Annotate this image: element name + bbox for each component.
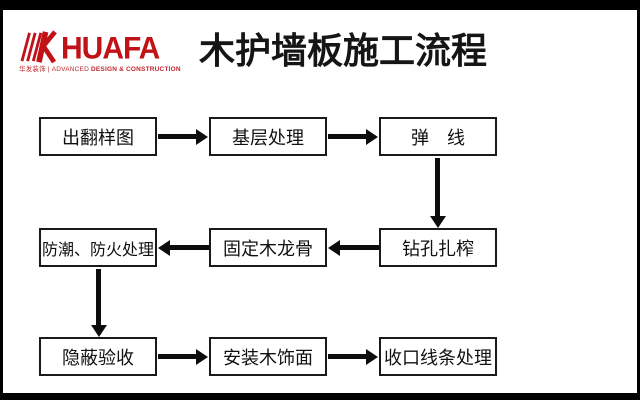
arrow-step6-to-step7-icon — [96, 269, 101, 325]
arrow-step7-to-step8-icon — [158, 354, 196, 359]
arrow-step1-to-step2-icon — [158, 134, 196, 139]
flow-step-gudingmulonggu: 固定木龙骨 — [209, 228, 327, 267]
page-title: 木护墙板施工流程 — [199, 30, 488, 71]
tagline-cn: 华发装饰 — [19, 66, 46, 73]
flow-step-jicengchuli: 基层处理 — [209, 117, 327, 156]
flow-step-yinbiyanshou: 隐蔽验收 — [39, 337, 157, 376]
flow-step-fangchao-fanghuo: 防潮、防火处理 — [39, 228, 157, 267]
flow-step-shoukouxiantiao: 收口线条处理 — [379, 337, 497, 376]
flow-step-anzhuangmushimian: 安装木饰面 — [209, 337, 327, 376]
huafa-k-logo-icon — [20, 30, 57, 64]
huafa-logo: HUAFA 华发装饰 | ADVANCED DESIGN & CONSTRUCT… — [19, 30, 189, 76]
brand-name: HUAFA — [61, 31, 160, 66]
tagline-en-light: ADVANCED — [51, 66, 91, 73]
flow-step-tanxian: 弹 线 — [379, 117, 497, 156]
arrow-step8-to-step9-icon — [328, 354, 366, 359]
flow-step-zuankongzhazha: 钻孔扎榨 — [379, 228, 497, 267]
tagline-en-bold: DESIGN & CONSTRUCTION — [90, 66, 181, 73]
logo-row: HUAFA — [19, 30, 189, 64]
logo-tagline: 华发装饰 | ADVANCED DESIGN & CONSTRUCTION — [19, 66, 189, 74]
arrow-step3-to-step4-icon — [435, 158, 440, 216]
arrow-step5-to-step6-icon — [170, 245, 209, 250]
arrow-step4-to-step5-icon — [340, 245, 379, 250]
flow-step-chufanyangtu: 出翻样图 — [39, 117, 157, 156]
slide-canvas: HUAFA 华发装饰 | ADVANCED DESIGN & CONSTRUCT… — [3, 10, 637, 393]
tagline-divider: | — [47, 66, 50, 73]
arrow-step2-to-step3-icon — [328, 134, 366, 139]
